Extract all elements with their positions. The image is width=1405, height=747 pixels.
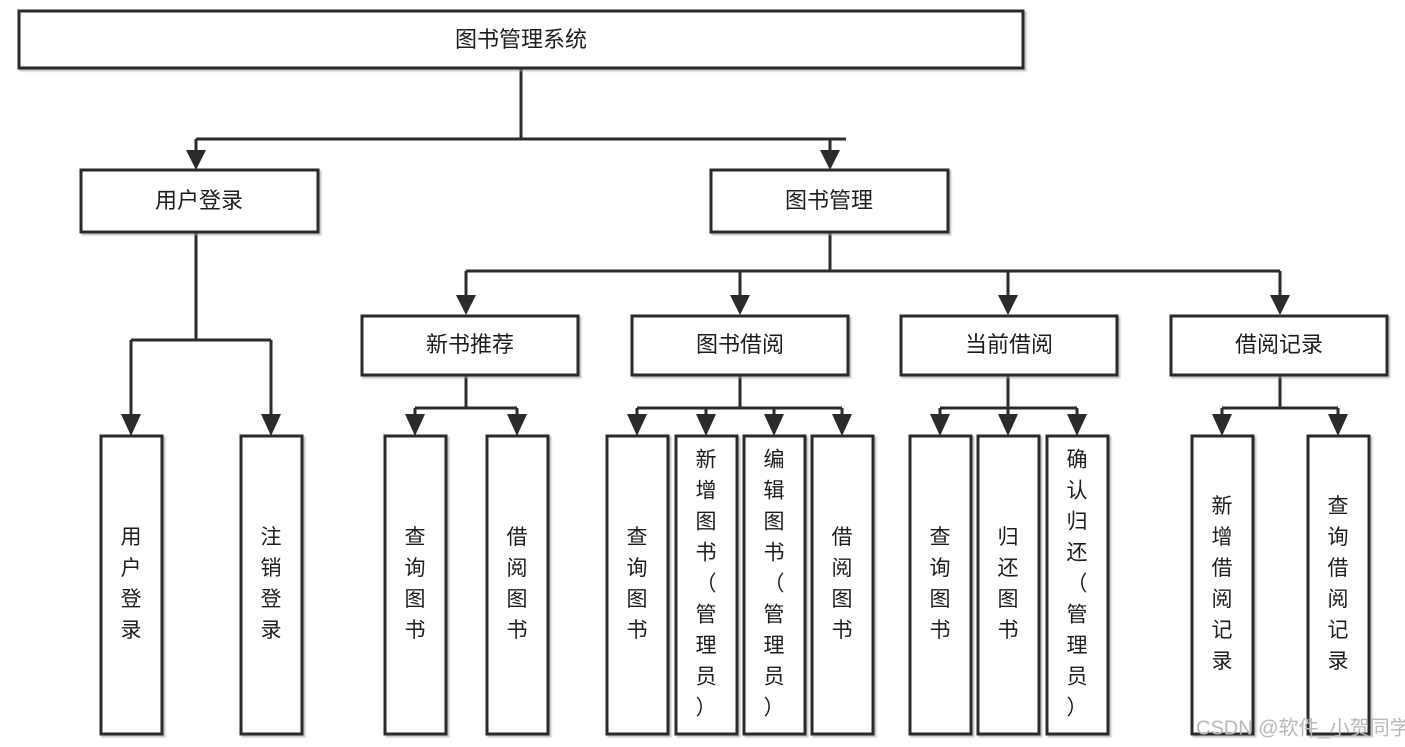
leaf-query-book-1-label: 查询图书 — [405, 526, 426, 642]
leaf-borrow-book-2-label: 借阅图书 — [832, 526, 853, 642]
leaf-user-logout-box[interactable] — [239, 434, 304, 736]
node-new-book-recommend-label: 新书推荐 — [426, 332, 514, 357]
leaf-borrow-book-1-label: 借阅图书 — [507, 526, 528, 642]
connector-root-to-level2 — [186, 68, 846, 170]
leaf-user-logout[interactable]: 注销登录 — [239, 434, 304, 736]
node-book-manage-box[interactable] — [709, 168, 950, 234]
node-user-login[interactable]: 用户登录 — [79, 168, 320, 234]
node-borrow-record[interactable]: 借阅记录 — [1169, 314, 1389, 377]
node-current-borrow-label: 当前借阅 — [965, 332, 1053, 357]
arrow-head-leaf-query-book-2 — [627, 414, 647, 436]
node-current-borrow-box[interactable] — [899, 314, 1119, 377]
leaf-borrow-book-2[interactable]: 借阅图书 — [810, 434, 875, 736]
node-new-book-recommend-box[interactable] — [360, 314, 580, 377]
leaf-edit-book-label: 编辑图书（管理员） — [764, 449, 785, 720]
arrow-head-leaf-query-record — [1328, 414, 1348, 436]
node-book-borrow-label: 图书借阅 — [696, 332, 784, 357]
arrow-head-leaf-borrow-book-2 — [832, 414, 852, 436]
arrow-head-borrow-record — [1270, 295, 1290, 315]
arrow-head-new-book-recommend — [456, 295, 476, 315]
arrow-head-leaf-edit-book — [764, 414, 784, 436]
leaf-confirm-return[interactable]: 确认归还（管理员） — [1045, 434, 1110, 736]
arrow-head-current-borrow — [998, 295, 1018, 315]
connector-borrowrecord-to-leaves — [1212, 375, 1348, 436]
leaf-borrow-book-1-box[interactable] — [485, 434, 550, 736]
arrow-head-leaf-user-logout — [261, 414, 281, 436]
arrow-head-book-borrow — [730, 295, 750, 315]
leaf-query-record-label: 查询借阅记录 — [1328, 495, 1349, 673]
leaf-add-book-box[interactable] — [674, 434, 739, 736]
node-current-borrow[interactable]: 当前借阅 — [899, 314, 1119, 377]
connector-newbook-to-leaves — [405, 375, 527, 436]
node-new-book-recommend[interactable]: 新书推荐 — [360, 314, 580, 377]
arrow-head-leaf-add-record — [1212, 414, 1232, 436]
node-user-login-label: 用户登录 — [155, 188, 243, 213]
leaf-borrow-book-2-box[interactable] — [810, 434, 875, 736]
leaf-confirm-return-label: 确认归还（管理员） — [1067, 449, 1088, 720]
arrow-head-leaf-query-book-3 — [930, 414, 950, 436]
node-borrow-record-box[interactable] — [1169, 314, 1389, 377]
leaf-borrow-book-1[interactable]: 借阅图书 — [485, 434, 550, 736]
leaf-query-book-1-box[interactable] — [383, 434, 448, 736]
leaf-edit-book-box[interactable] — [742, 434, 807, 736]
leaf-user-login-box[interactable] — [99, 434, 164, 736]
node-book-manage[interactable]: 图书管理 — [709, 168, 950, 234]
leaf-confirm-return-box[interactable] — [1045, 434, 1110, 736]
leaf-return-book-label: 归还图书 — [998, 526, 1019, 642]
leaf-query-book-3-box[interactable] — [908, 434, 973, 736]
node-book-borrow[interactable]: 图书借阅 — [630, 314, 850, 377]
leaf-add-book[interactable]: 新增图书（管理员） — [674, 434, 739, 736]
arrow-head-leaf-user-login — [121, 414, 141, 436]
node-user-login-box[interactable] — [79, 168, 320, 234]
arrow-head-leaf-confirm-return — [1067, 414, 1087, 436]
leaf-add-book-label: 新增图书（管理员） — [696, 449, 717, 720]
leaf-query-record-box[interactable] — [1306, 434, 1371, 736]
leaf-user-login[interactable]: 用户登录 — [99, 434, 164, 736]
node-root-system-label: 图书管理系统 — [455, 27, 587, 52]
node-book-manage-label: 图书管理 — [785, 188, 873, 213]
leaf-add-record-label: 新增借阅记录 — [1212, 495, 1233, 673]
leaf-query-book-3[interactable]: 查询图书 — [908, 434, 973, 736]
csdn-watermark: CSDN @软件_小贺同学 — [1196, 716, 1405, 739]
leaf-query-book-2-label: 查询图书 — [627, 526, 648, 642]
connector-userlogin-to-leaves — [121, 232, 281, 436]
leaf-return-book[interactable]: 归还图书 — [976, 434, 1041, 736]
node-book-borrow-box[interactable] — [630, 314, 850, 377]
connector-bookborrow-to-leaves — [627, 375, 852, 436]
arrow-head-leaf-return-book — [998, 414, 1018, 436]
connector-currentborrow-to-leaves — [930, 375, 1087, 436]
arrow-head-leaf-borrow-book-1 — [507, 414, 527, 436]
leaf-add-record[interactable]: 新增借阅记录 — [1190, 434, 1255, 736]
arrow-head-user-login — [186, 150, 206, 170]
leaf-query-record[interactable]: 查询借阅记录 — [1306, 434, 1371, 736]
leaf-return-book-box[interactable] — [976, 434, 1041, 736]
arrow-head-book-manage — [820, 150, 840, 170]
leaf-query-book-2-box[interactable] — [605, 434, 670, 736]
arrow-head-leaf-query-book-1 — [405, 414, 425, 436]
leaf-query-book-3-label: 查询图书 — [930, 526, 951, 642]
node-root-system-box[interactable] — [17, 9, 1025, 70]
leaf-user-logout-label: 注销登录 — [261, 526, 282, 642]
connector-bookmanage-to-level3 — [456, 232, 1290, 315]
leaf-user-login-label: 用户登录 — [121, 526, 142, 642]
arrow-head-leaf-add-book — [696, 414, 716, 436]
node-root-system[interactable]: 图书管理系统 — [17, 9, 1025, 70]
leaf-query-book-1[interactable]: 查询图书 — [383, 434, 448, 736]
node-borrow-record-label: 借阅记录 — [1235, 332, 1323, 357]
leaf-query-book-2[interactable]: 查询图书 — [605, 434, 670, 736]
leaf-add-record-box[interactable] — [1190, 434, 1255, 736]
leaf-edit-book[interactable]: 编辑图书（管理员） — [742, 434, 807, 736]
